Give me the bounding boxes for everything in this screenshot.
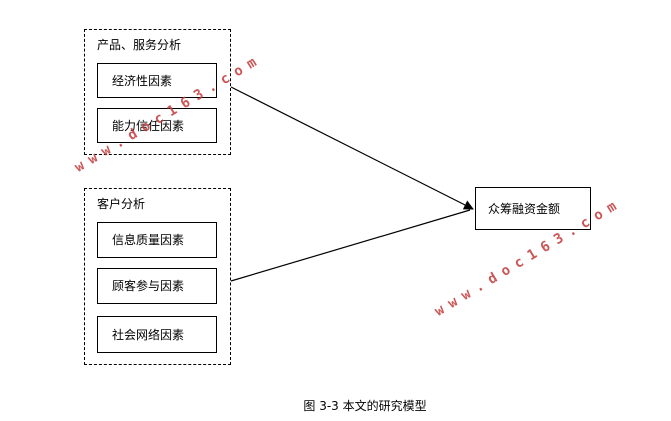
figure-caption: 图 3-3 本文的研究模型: [303, 399, 427, 413]
factor-customer-participation: 顾客参与因素: [97, 268, 217, 304]
customer-group: 客户分析: [84, 188, 231, 365]
product-service-group-title: 产品、服务分析: [97, 38, 182, 52]
product-service-group: 产品、服务分析: [84, 29, 231, 155]
factor-economic: 经济性因素: [97, 63, 217, 98]
crowdfunding-amount-box: 众筹融资金额: [475, 187, 591, 230]
factor-social-network: 社会网络因素: [97, 316, 217, 353]
arrow-product-to-target: [230, 86, 474, 210]
factor-capability-trust: 能力信任因素: [97, 108, 217, 143]
factor-information-quality: 信息质量因素: [97, 222, 217, 258]
arrow-customer-to-target: [230, 209, 471, 282]
customer-group-title: 客户分析: [97, 197, 146, 211]
